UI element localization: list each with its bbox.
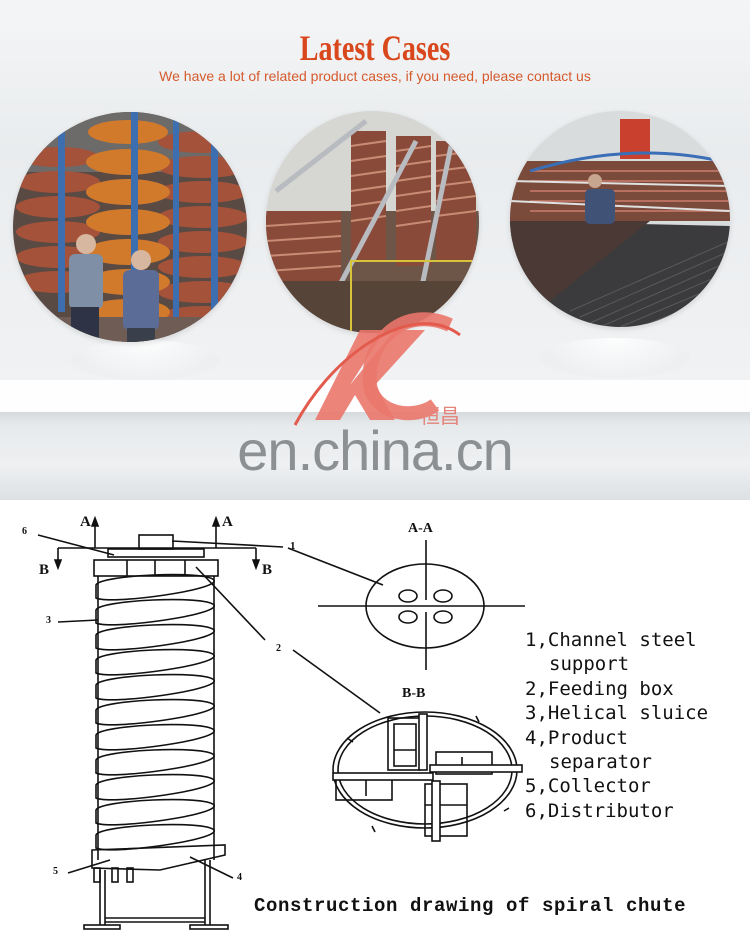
parts-legend: 1,Channel steel support 2,Feeding box 3,… [525,628,708,823]
section-aa-label: A-A [408,521,433,536]
shaking-table-photo-3 [510,111,730,327]
photo-reflection [70,340,220,380]
marker-b-left: B [39,562,50,578]
legend-item: separator [549,751,652,774]
drawing-caption: Construction drawing of spiral chute [254,895,687,917]
banner-band [0,412,750,500]
legend-item: 5,Collector [525,775,651,798]
callout-1: 1 [290,540,296,552]
spiral-chute-diagram [37,515,525,930]
legend-item: 6,Distributor [525,799,674,822]
legend-item: 1,Channel steel [525,629,697,651]
spiral-chute-photo-1 [13,112,247,342]
legend-item: 2,Feeding box [525,677,674,700]
case-photo-1[interactable] [13,112,247,342]
legend-item: support [549,653,630,676]
kc-logo-icon [293,312,461,426]
photo-reflection [540,338,690,378]
callout-6: 6 [22,526,27,537]
logo-chinese-text: 恒昌 [420,406,460,428]
legend-item: 3,Helical sluice [525,702,709,725]
marker-a-left: A [80,514,91,530]
legend-item: 4,Product [525,726,628,749]
case-photo-3[interactable] [510,111,730,327]
spiral-chute-photo-2 [266,111,479,333]
callout-2: 2 [276,643,281,654]
marker-a-right: A [222,514,233,530]
callout-4: 4 [237,872,242,883]
callout-5: 5 [53,866,58,877]
marker-b-right: B [262,562,273,578]
section-subtitle: We have a lot of related product cases, … [159,68,591,84]
watermark-text: en.china.cn [237,419,513,482]
case-photo-2[interactable] [266,111,479,333]
latest-cases-banner: Latest Cases We have a lot of related pr… [0,0,750,500]
construction-drawing: A A B B 6 1 3 2 5 4 A-A B-B 1,Channel st… [0,500,750,947]
callout-3: 3 [46,615,51,626]
section-title: Latest Cases [299,28,451,68]
section-bb-label: B-B [402,686,426,701]
